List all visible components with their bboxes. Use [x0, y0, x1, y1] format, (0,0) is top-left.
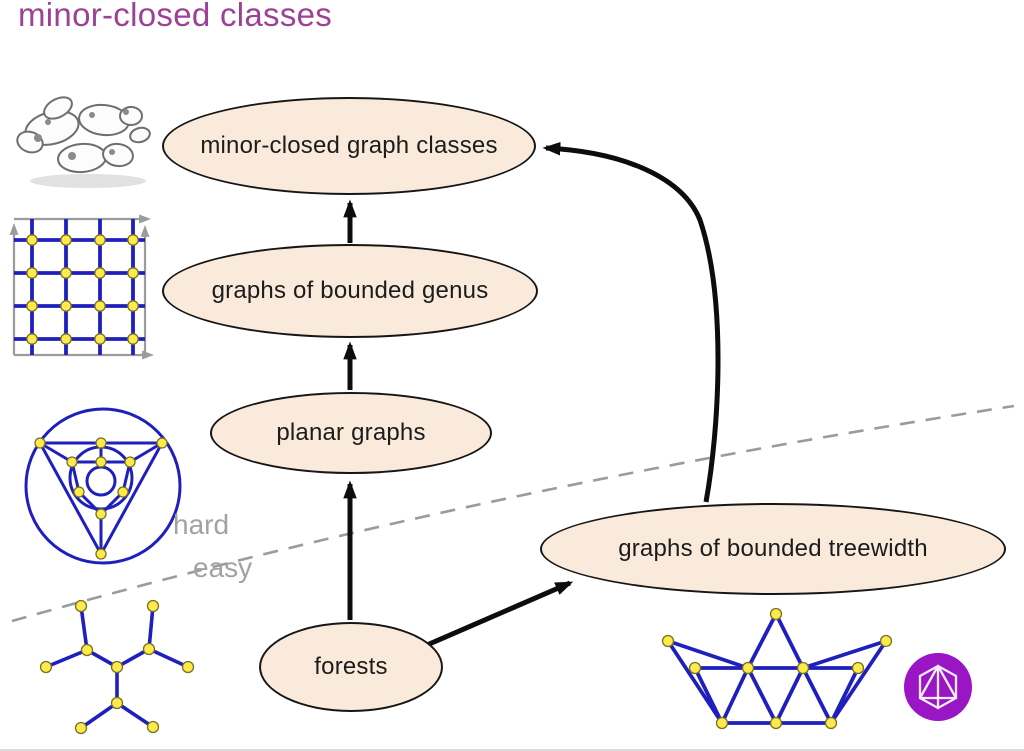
gd-logo	[904, 653, 972, 721]
planar-graph-illustration	[24, 407, 182, 565]
slide-title: minor-closed classes	[18, 0, 333, 33]
node-bounded-genus: graphs of bounded genus	[162, 244, 538, 338]
torus-grid-illustration	[9, 214, 154, 360]
inclusion-arrows	[343, 141, 721, 648]
node-minor-closed-classes: minor-closed graph classes	[162, 97, 536, 195]
sheep-doodle	[16, 96, 151, 188]
node-label: graphs of bounded treewidth	[618, 535, 928, 562]
node-planar-graphs: planar graphs	[210, 392, 492, 474]
tree-illustration	[39, 599, 195, 735]
node-label: forests	[314, 653, 388, 680]
treewidth-graph-illustration	[661, 607, 893, 730]
node-label: graphs of bounded genus	[211, 277, 489, 304]
label-easy: easy	[193, 552, 253, 583]
label-hard: hard	[173, 509, 230, 540]
slide-bottom-border	[0, 749, 1024, 751]
node-forests: forests	[259, 622, 443, 712]
node-label: minor-closed graph classes	[200, 132, 498, 159]
node-bounded-treewidth: graphs of bounded treewidth	[540, 503, 1006, 595]
node-label: planar graphs	[276, 419, 426, 446]
